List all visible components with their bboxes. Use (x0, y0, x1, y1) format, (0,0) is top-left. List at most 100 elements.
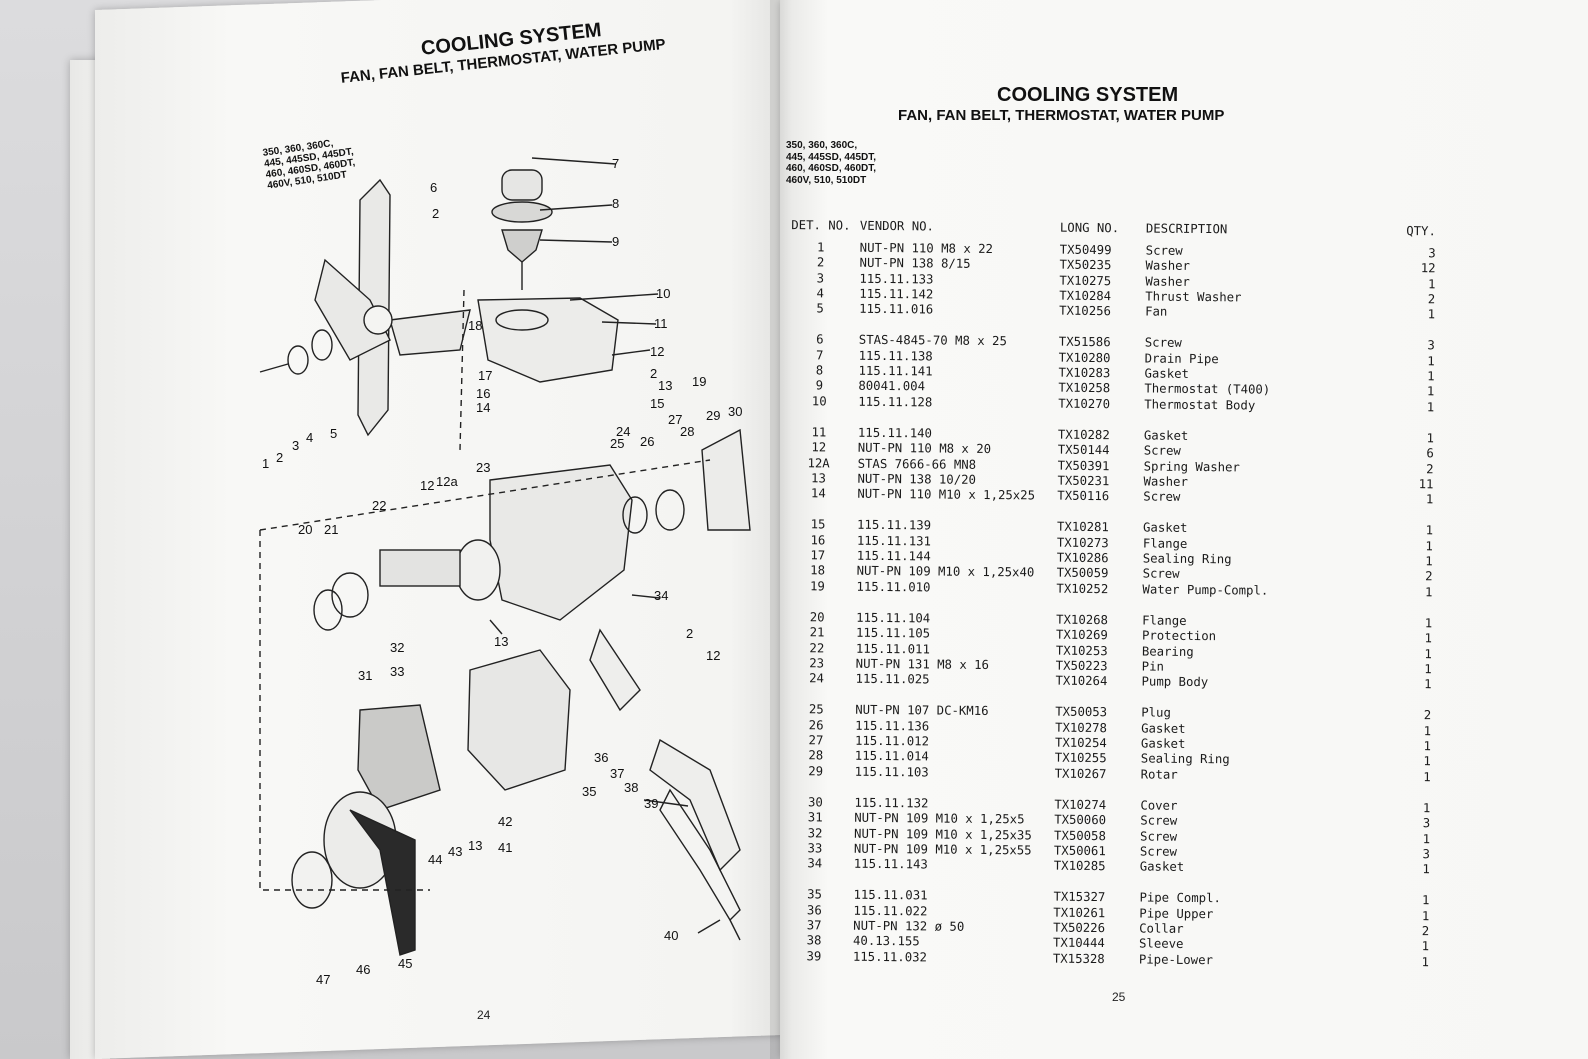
table-cell-vendor: 115.11.143 (853, 856, 928, 872)
callout-number: 5 (330, 426, 337, 441)
table-cell-vendor: 115.11.016 (859, 301, 934, 317)
table-cell-det: 6 (816, 332, 824, 347)
table-cell-qty: 1 (1426, 399, 1435, 414)
table-cell-long: TX50231 (1057, 473, 1110, 489)
table-cell-det: 24 (809, 671, 825, 686)
table-cell-long: TX10284 (1059, 288, 1112, 304)
table-cell-long: TX50058 (1054, 828, 1106, 843)
table-cell-long: TX15328 (1052, 951, 1105, 966)
callout-number: 35 (582, 784, 596, 799)
table-cell-long: TX50059 (1056, 565, 1109, 581)
table-cell-det: 8 (815, 363, 824, 378)
table-cell-det: 18 (810, 563, 826, 578)
table-cell-desc: Gasket (1139, 859, 1185, 874)
callout-number: 27 (668, 412, 682, 427)
column-header: DESCRIPTION (1145, 221, 1228, 237)
callout-number: 12 (706, 648, 720, 663)
callout-number: 40 (664, 928, 678, 943)
table-cell-qty: 1 (1422, 831, 1431, 846)
callout-number: 8 (612, 196, 619, 211)
table-cell-det: 2 (816, 255, 825, 270)
table-cell-det: 3 (816, 270, 825, 286)
table-cell-det: 33 (807, 841, 823, 856)
callout-number: 2 (686, 626, 693, 641)
table-cell-vendor: 115.11.010 (856, 579, 931, 595)
callout-number: 13 (468, 838, 482, 853)
table-cell-long: TX10261 (1053, 905, 1106, 920)
table-cell-long: TX10258 (1058, 381, 1111, 396)
table-cell-desc: Pipe-Lower (1138, 952, 1214, 967)
table-cell-vendor: 115.11.103 (854, 764, 929, 780)
table-cell-qty: 1 (1426, 431, 1434, 446)
table-cell-long: TX10255 (1054, 750, 1107, 766)
table-cell-det: 35 (807, 887, 822, 902)
table-cell-qty: 11 (1418, 476, 1434, 492)
table-cell-qty: 1 (1424, 584, 1433, 599)
right-model-list: 350, 360, 360C, 445, 445SD, 445DT, 460, … (786, 140, 876, 186)
table-cell-qty: 1 (1427, 353, 1435, 369)
table-cell-long: TX10286 (1056, 550, 1109, 566)
callout-number: 10 (656, 286, 670, 301)
callout-number: 23 (476, 460, 490, 475)
table-cell-qty: 1 (1426, 384, 1435, 399)
table-cell-long: TX10270 (1058, 396, 1111, 411)
right-page (780, 0, 1588, 1059)
table-cell-det: 10 (811, 393, 827, 409)
callout-number: 45 (398, 956, 412, 971)
table-cell-long: TX50391 (1057, 458, 1110, 473)
right-page-subtitle: FAN, FAN BELT, THERMOSTAT, WATER PUMP (898, 107, 1225, 124)
column-header: QTY. (1406, 223, 1436, 239)
left-page-number: 24 (477, 1008, 491, 1022)
table-cell-det: 9 (815, 378, 824, 393)
table-cell-long: TX10273 (1056, 535, 1109, 550)
table-cell-desc: Water Pump-Compl. (1142, 582, 1269, 598)
table-cell-vendor: 115.11.128 (858, 394, 933, 410)
table-cell-qty: 1 (1424, 646, 1432, 661)
table-cell-long: TX10275 (1059, 273, 1112, 288)
callout-number: 2 (432, 206, 439, 221)
callout-number: 36 (594, 750, 608, 765)
table-cell-qty: 1 (1421, 954, 1429, 969)
table-cell-long: TX10254 (1054, 735, 1107, 751)
model-line: 445, 445SD, 445DT, (786, 151, 877, 163)
callout-number: 19 (692, 374, 706, 389)
table-cell-long: TX50116 (1057, 488, 1110, 504)
table-cell-vendor: NUT-PN 110 M10 x 1,25x25 (857, 486, 1036, 503)
table-cell-det: 26 (808, 717, 824, 733)
table-cell-long: TX50235 (1059, 257, 1112, 273)
table-cell-long: TX50053 (1055, 705, 1108, 720)
table-cell-qty: 3 (1422, 816, 1431, 831)
table-cell-det: 17 (810, 548, 826, 563)
callout-number: 47 (316, 972, 330, 987)
table-cell-qty: 1 (1425, 523, 1434, 538)
table-cell-qty: 1 (1422, 801, 1431, 816)
table-cell-det: 4 (816, 286, 825, 301)
table-cell-long: TX50499 (1059, 242, 1112, 258)
callout-number: 17 (478, 368, 492, 383)
table-cell-qty: 1 (1424, 631, 1433, 646)
table-cell-long: TX10280 (1058, 350, 1111, 365)
table-cell-det: 13 (811, 471, 826, 486)
callout-number: 43 (448, 844, 462, 859)
table-cell-qty: 1 (1427, 276, 1436, 291)
right-page-number: 25 (1112, 990, 1126, 1004)
table-cell-qty: 1 (1423, 739, 1432, 754)
table-cell-long: TX50144 (1057, 442, 1110, 458)
table-cell-qty: 2 (1427, 292, 1436, 307)
table-cell-qty: 3 (1427, 338, 1435, 353)
table-cell-qty: 3 (1422, 846, 1430, 862)
callout-number: 2 (276, 450, 283, 465)
callout-number: 26 (640, 434, 654, 449)
callout-number: 29 (706, 408, 720, 423)
table-cell-long: TX50226 (1053, 920, 1106, 936)
table-cell-det: 34 (807, 856, 823, 871)
callout-number: 11 (654, 316, 668, 331)
table-cell-long: TX10278 (1055, 720, 1108, 735)
callout-number: 9 (612, 234, 619, 249)
callout-number: 4 (306, 430, 313, 445)
table-cell-qty: 1 (1425, 492, 1434, 507)
table-cell-det: 22 (809, 640, 825, 655)
callout-number: 42 (498, 814, 512, 829)
table-cell-qty: 2 (1423, 708, 1432, 723)
